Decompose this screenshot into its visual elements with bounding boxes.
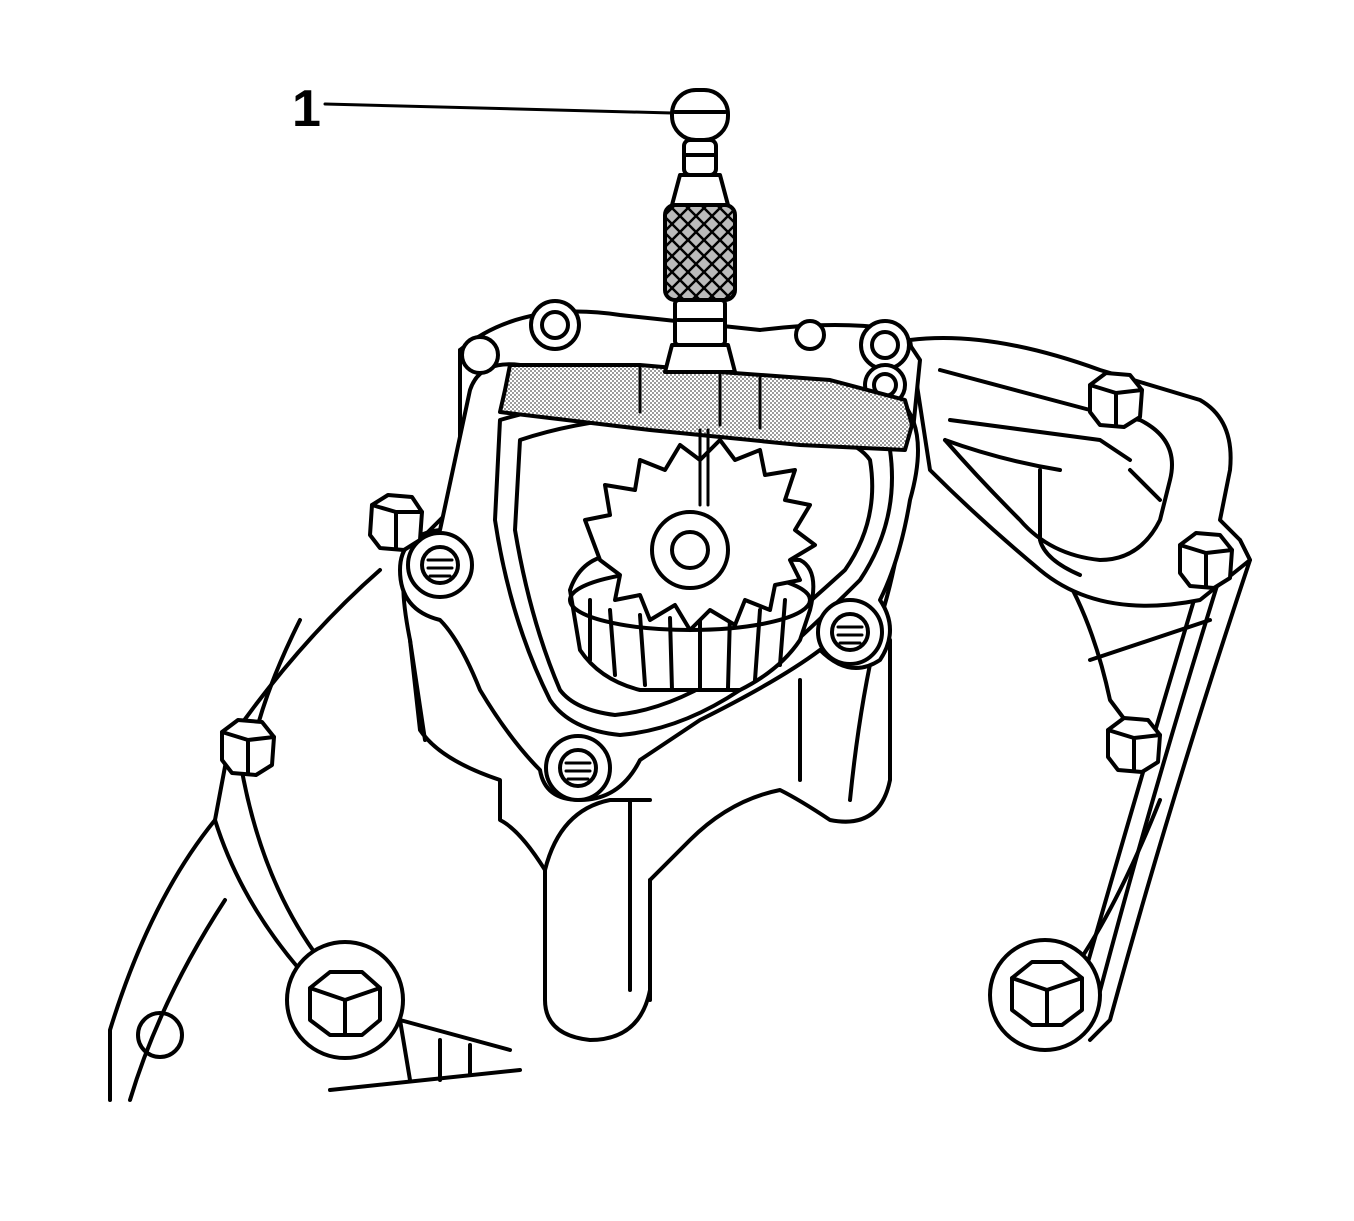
hex-bolt-right-upper: [1178, 531, 1234, 590]
hex-bolt-right-mid: [1106, 716, 1162, 774]
hex-bolt-far-left: [220, 718, 276, 777]
bolt-hole-top-right: [859, 319, 911, 371]
housing-left-flange: [108, 568, 522, 1102]
boss-top-left: [460, 335, 500, 375]
hex-bolt-bottom-left: [285, 940, 405, 1060]
dial-indicator: [663, 88, 737, 507]
callout-number: 1: [292, 80, 321, 138]
hex-bolt-left: [368, 493, 424, 552]
hex-bolt-top-right: [1088, 371, 1144, 429]
boss-top-center: [794, 319, 826, 351]
bolt-hole-bottom: [544, 734, 612, 802]
bolt-hole-top-left: [529, 299, 581, 351]
hex-bolts: [220, 371, 1234, 1060]
leader-line: [323, 102, 674, 115]
callout-1: 1: [292, 80, 674, 138]
pump-gear: [568, 438, 817, 692]
hex-bolt-bottom-right: [988, 938, 1102, 1052]
bolt-hole-left: [406, 531, 474, 599]
bolt-hole-right: [816, 598, 884, 666]
